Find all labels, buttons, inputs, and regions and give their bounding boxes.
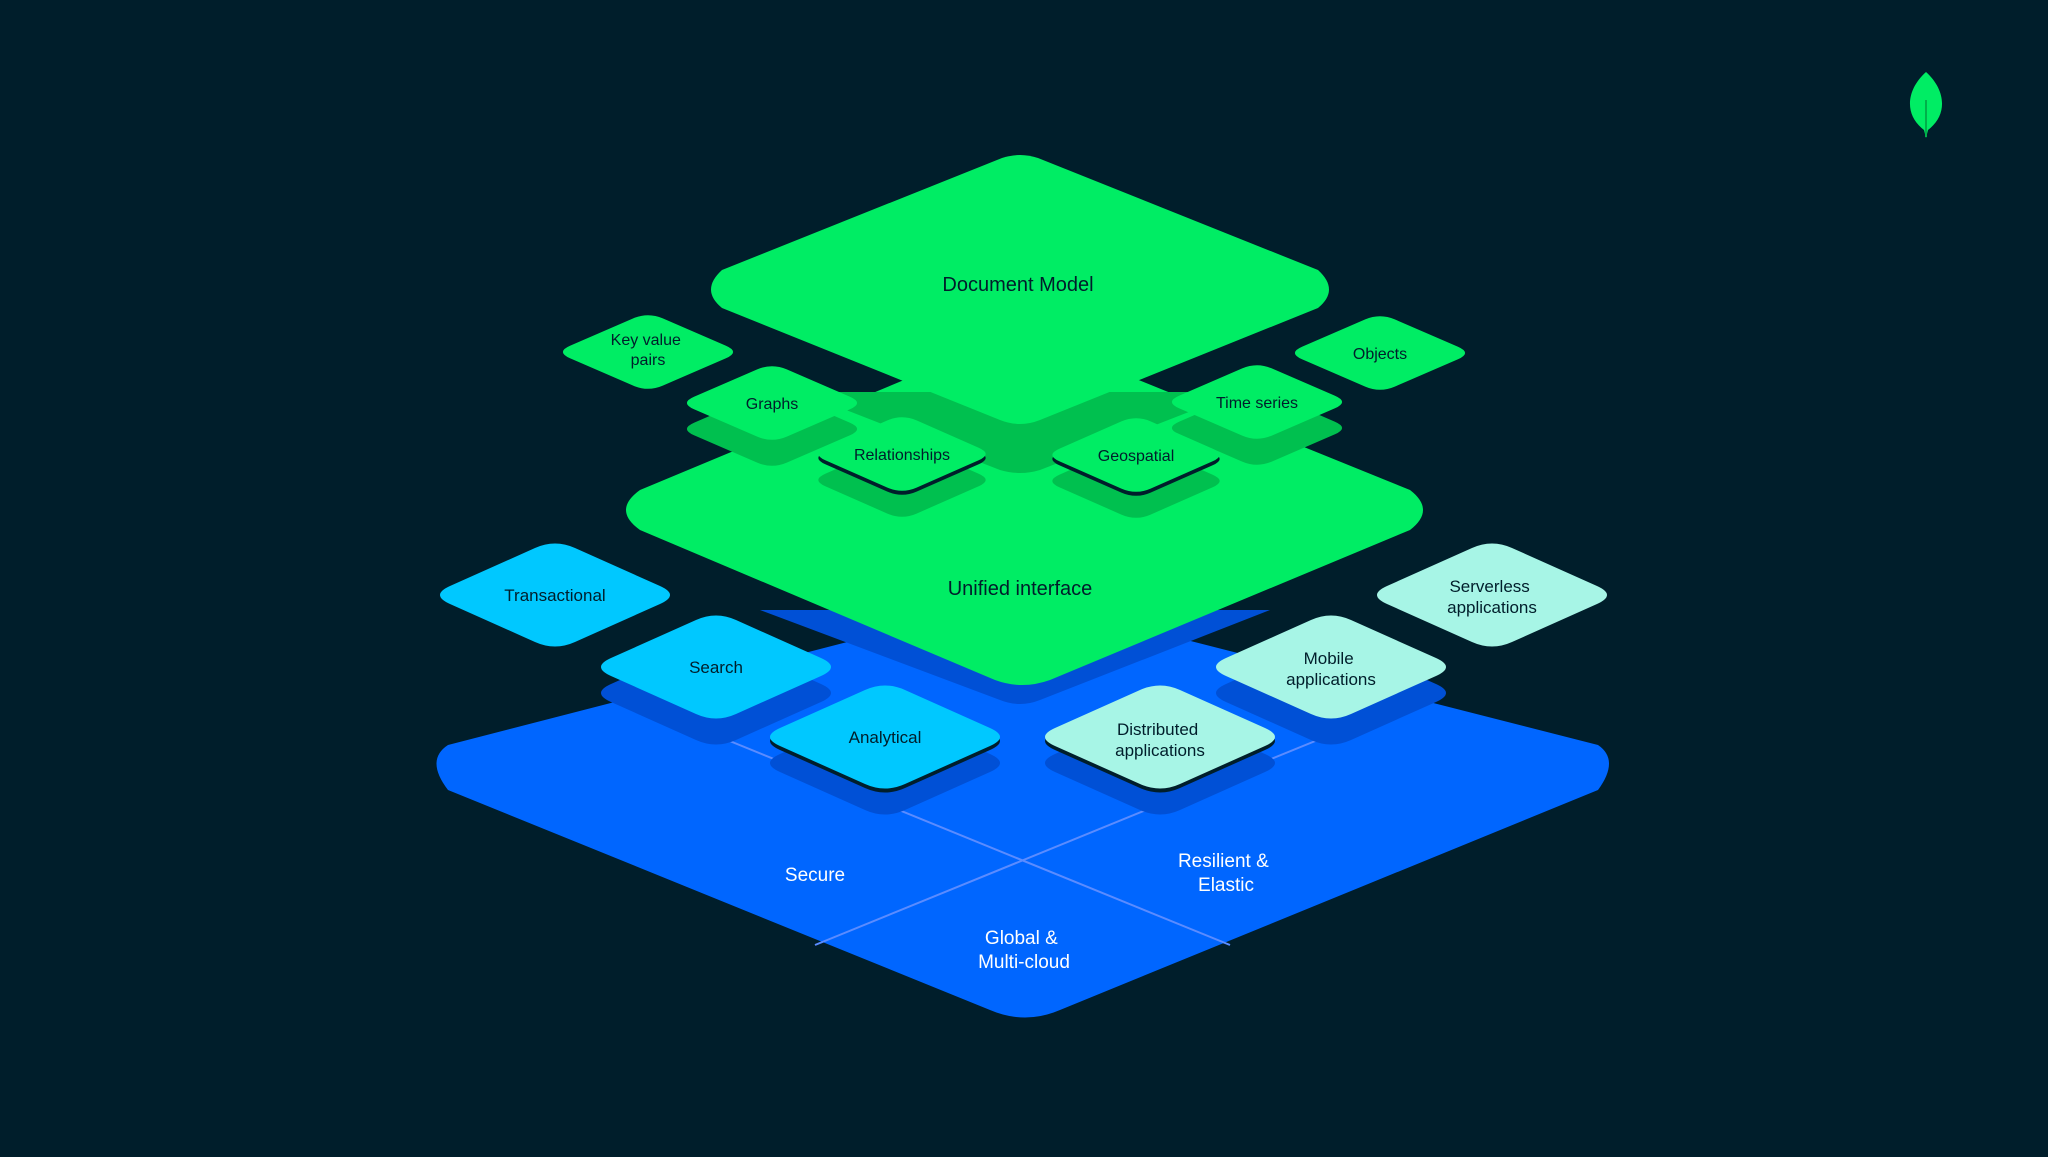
chip-time-series-label: Time series xyxy=(1216,395,1298,412)
data-model-chips: Key value pairs Graphs Objects Time seri… xyxy=(562,315,1466,518)
document-model-tile xyxy=(711,155,1329,424)
chip-key-value-pairs: Key value pairs xyxy=(562,315,734,389)
chip-key-value-line1: Key value xyxy=(611,332,681,349)
chip-mobile-line2: applications xyxy=(1286,670,1376,689)
interface-label: Unified interface xyxy=(948,578,1093,600)
chip-tile xyxy=(686,366,858,440)
chip-serverless-line2: applications xyxy=(1447,598,1537,617)
workload-chips: Transactional Search Analytical xyxy=(440,543,1000,815)
leaf-logo xyxy=(1909,72,1943,138)
foundation-label-global-line2: Multi-cloud xyxy=(978,952,1070,973)
foundation-label-global: Global & Multi-cloud xyxy=(978,928,1070,973)
chip-mobile: Mobile applications xyxy=(1216,615,1446,745)
chip-search: Search xyxy=(601,615,831,745)
document-model-layer: Document Model xyxy=(711,155,1329,473)
foundation-label-resilient-line1: Resilient & xyxy=(1178,851,1269,872)
chip-transactional-label: Transactional xyxy=(504,586,605,605)
chip-graphs-label: Graphs xyxy=(746,396,798,413)
chip-tile xyxy=(770,685,1000,789)
chip-relationships-label: Relationships xyxy=(854,447,950,464)
application-chips: Serverless applications Mobile applicati… xyxy=(1045,543,1607,815)
chip-tile xyxy=(818,417,986,491)
chip-tile xyxy=(1377,543,1607,647)
chip-tile xyxy=(1052,418,1220,492)
chip-graphs: Graphs xyxy=(686,366,858,466)
chip-distributed-line1: Distributed xyxy=(1117,720,1198,739)
chip-analytical: Analytical xyxy=(770,685,1000,815)
chip-tile xyxy=(1216,615,1446,719)
foundation-label-global-line1: Global & xyxy=(985,928,1058,949)
chip-serverless-label: Serverless applications xyxy=(1447,577,1537,617)
chip-tile xyxy=(440,543,670,647)
chip-relationships: Relationships xyxy=(818,417,986,517)
chip-geospatial: Geospatial xyxy=(1052,418,1220,518)
chip-tile xyxy=(562,315,734,389)
chip-search-label: Search xyxy=(689,658,743,677)
chip-serverless: Serverless applications xyxy=(1377,543,1607,647)
chip-serverless-line1: Serverless xyxy=(1449,577,1529,596)
chip-objects-label: Objects xyxy=(1353,346,1407,363)
chip-mobile-label: Mobile applications xyxy=(1286,649,1376,689)
chip-mobile-line1: Mobile xyxy=(1304,649,1354,668)
document-model-label: Document Model xyxy=(942,274,1093,296)
chip-tile xyxy=(1045,685,1275,789)
chip-analytical-label: Analytical xyxy=(849,728,922,747)
foundation-label-resilient: Resilient & Elastic xyxy=(1178,851,1274,896)
foundation-label-resilient-line2: Elastic xyxy=(1198,875,1254,896)
document-model-shadow xyxy=(800,392,1240,473)
chip-key-value-label: Key value pairs xyxy=(611,332,686,369)
chip-tile xyxy=(1294,316,1466,390)
chip-objects: Objects xyxy=(1294,316,1466,390)
chip-distributed-line2: applications xyxy=(1115,741,1205,760)
chip-distributed: Distributed applications xyxy=(1045,685,1275,815)
chip-transactional: Transactional xyxy=(440,543,670,647)
chip-time-series: Time series xyxy=(1171,365,1343,465)
chip-geospatial-label: Geospatial xyxy=(1098,448,1175,465)
chip-tile xyxy=(1171,365,1343,439)
foundation-label-secure: Secure xyxy=(785,865,845,886)
chip-distributed-label: Distributed applications xyxy=(1115,720,1205,760)
chip-tile xyxy=(601,615,831,719)
chip-key-value-line2: pairs xyxy=(631,352,666,369)
